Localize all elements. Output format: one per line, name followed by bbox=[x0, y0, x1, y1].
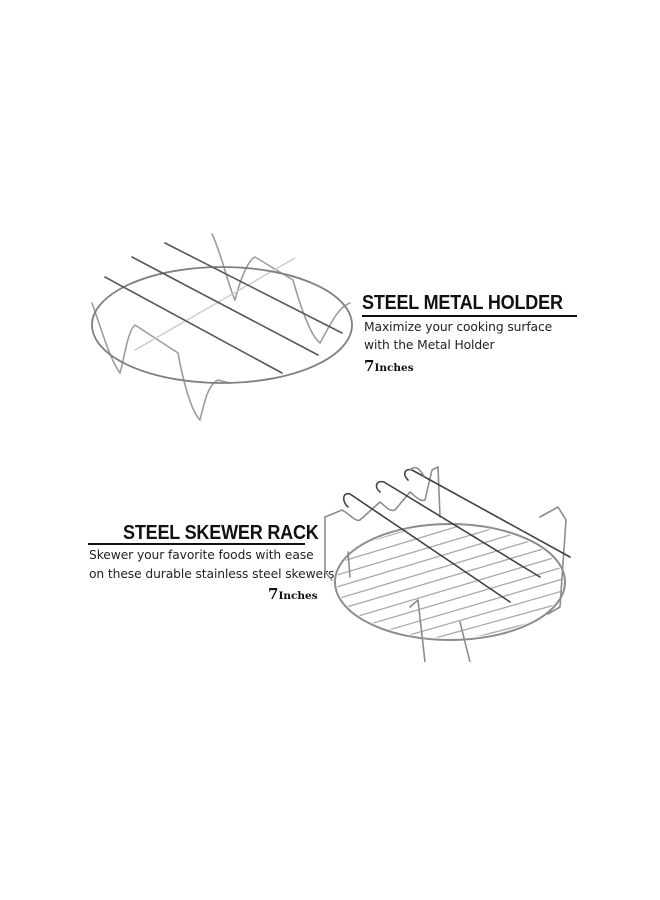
metal-holder-image bbox=[90, 225, 360, 425]
skewer-rack-size-unit: Inches bbox=[278, 590, 318, 602]
skewer-rack-size-number: 7 bbox=[268, 585, 279, 603]
skewer-rack-underline bbox=[88, 543, 305, 545]
skewer-rack-description-line-2: on these durable stainless steel skewers bbox=[89, 567, 335, 581]
metal-holder-size-number: 7 bbox=[364, 357, 375, 375]
metal-holder-title: STEEL METAL HOLDER bbox=[362, 292, 563, 314]
metal-holder-size-unit: Inches bbox=[374, 362, 414, 374]
metal-holder-underline bbox=[362, 315, 577, 317]
metal-holder-size: 7Inches bbox=[364, 356, 414, 375]
skewer-rack-description-line-1: Skewer your favorite foods with ease bbox=[89, 548, 314, 562]
metal-holder-description-line-1: Maximize your cooking surface bbox=[364, 320, 553, 334]
skewer-rack-title: STEEL SKEWER RACK bbox=[123, 522, 319, 544]
skewer-rack-size: 7Inches bbox=[268, 584, 318, 603]
skewer-rack-image bbox=[320, 462, 580, 662]
metal-holder-description-line-2: with the Metal Holder bbox=[364, 338, 495, 352]
